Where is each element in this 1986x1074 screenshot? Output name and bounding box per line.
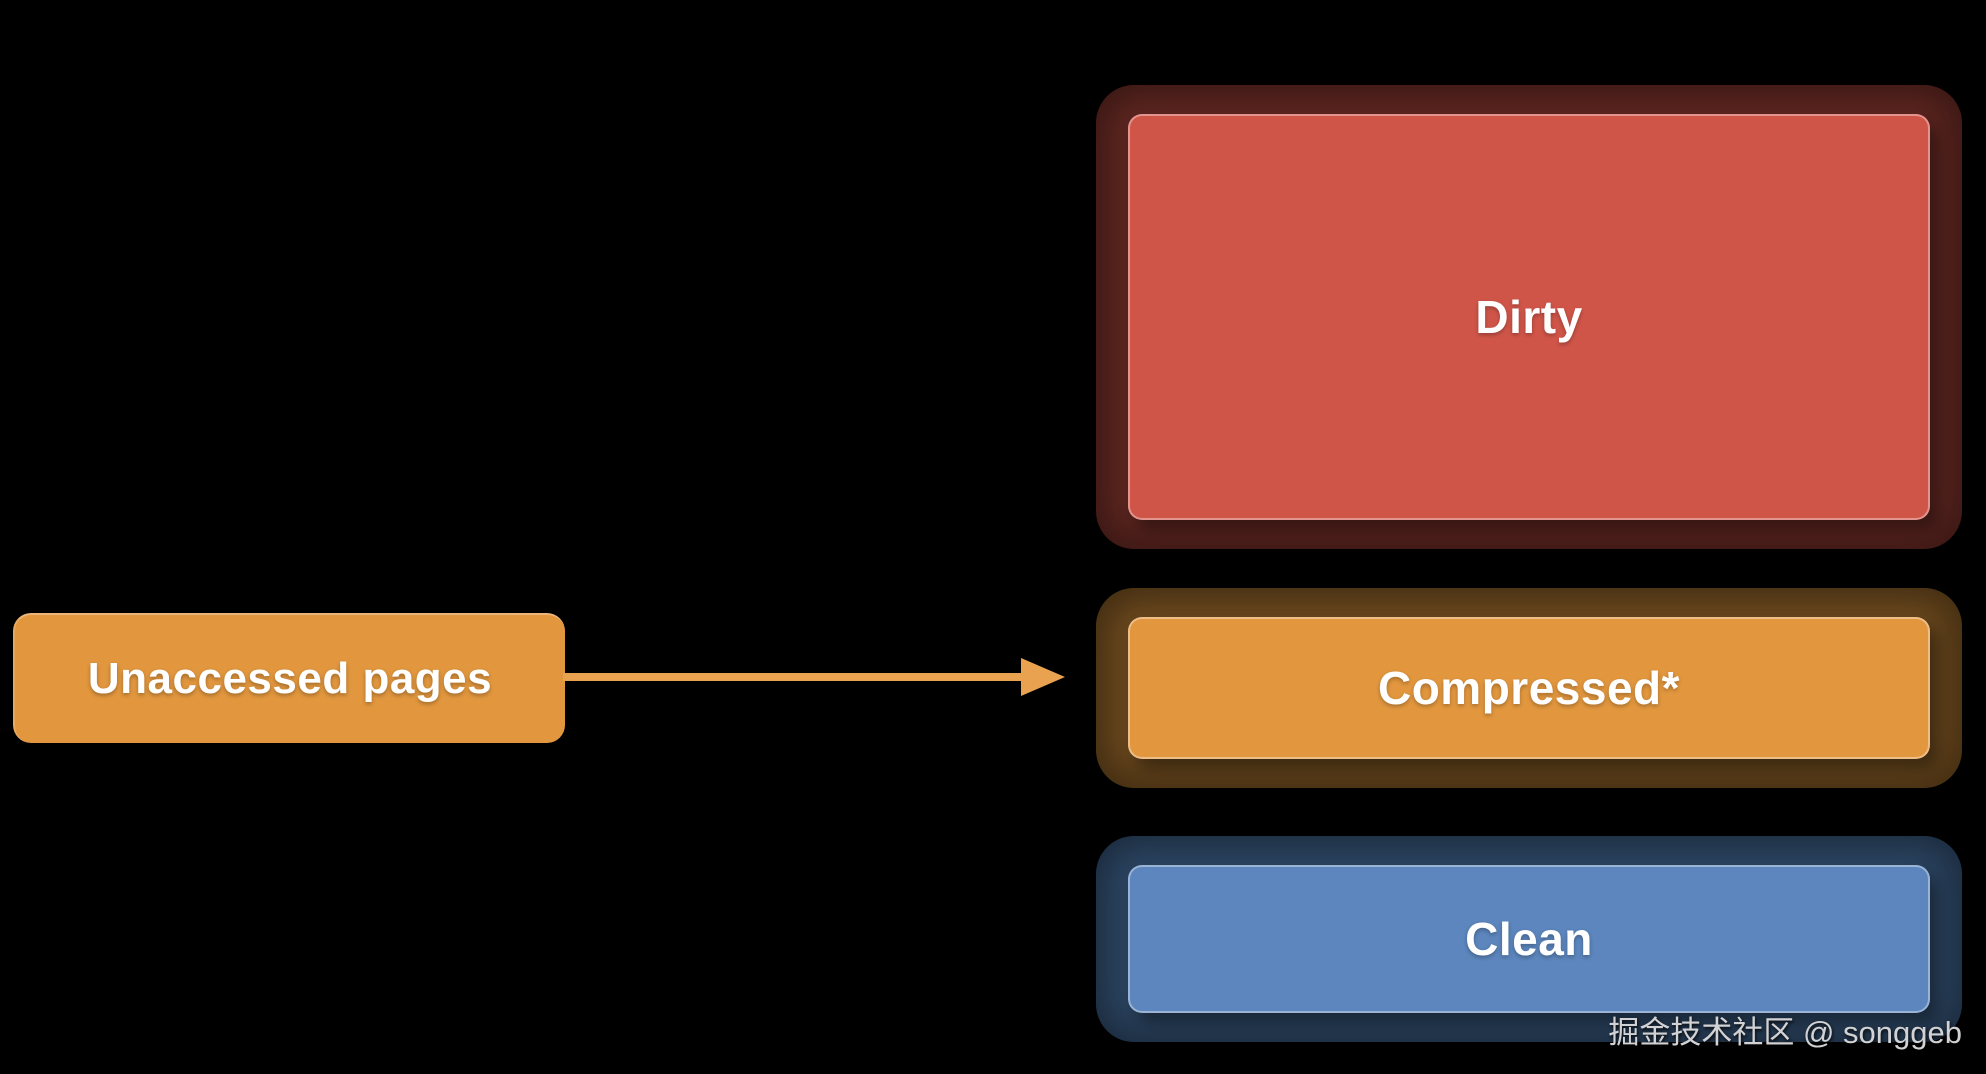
arrow-unaccessed-to-compressed [563,658,1065,696]
node-unaccessed-pages-label: Unaccessed pages [87,654,493,703]
region-clean-label: Clean [1465,913,1593,965]
region-dirty-box: Dirty [1128,114,1930,520]
region-dirty-halo: Dirty [1096,85,1962,549]
region-compressed-label: Compressed* [1377,662,1681,714]
node-unaccessed-pages: Unaccessed pages [13,613,565,743]
region-compressed-box: Compressed* [1128,617,1930,759]
region-dirty-label: Dirty [1475,291,1583,343]
watermark: 掘金技术社区 @ songgeb [1608,1015,1962,1050]
region-clean-halo: Clean [1096,836,1962,1042]
region-compressed-halo: Compressed* [1096,588,1962,788]
region-clean-box: Clean [1128,865,1930,1013]
arrow-head-icon [1021,658,1065,696]
